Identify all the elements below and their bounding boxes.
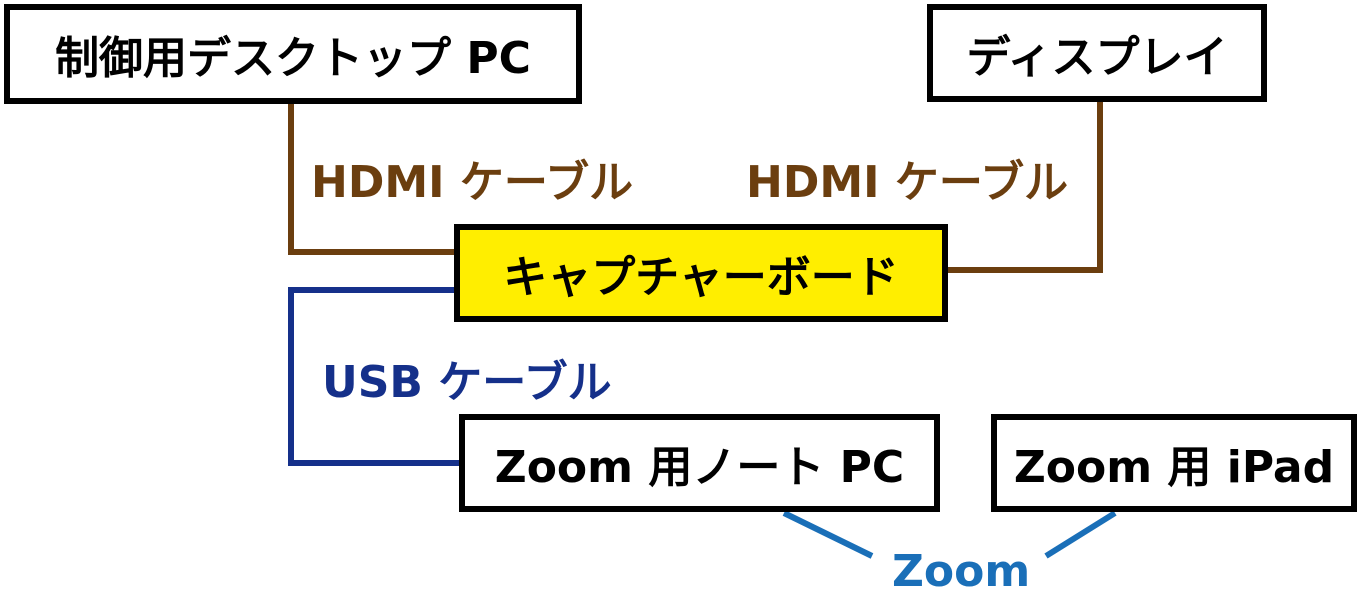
- zoom-ipad-node: Zoom 用 iPad: [991, 414, 1357, 512]
- zoom-line-left: [782, 510, 874, 559]
- hdmi-cable-label-right: HDMI ケーブル: [746, 157, 1069, 208]
- capture-board-label: キャプチャーボード: [503, 252, 899, 303]
- display-node: ディスプレイ: [927, 4, 1267, 102]
- capture-board-node: キャプチャーボード: [454, 224, 948, 322]
- display-label: ディスプレイ: [966, 32, 1228, 83]
- control-desktop-pc-node: 制御用デスクトップ PC: [4, 4, 582, 104]
- zoom-line-right: [1044, 510, 1117, 559]
- zoom-connection-label: Zoom: [892, 546, 1031, 597]
- hdmi-cable-line-left: [288, 100, 458, 255]
- usb-cable-label: USB ケーブル: [322, 357, 612, 408]
- control-desktop-pc-label: 制御用デスクトップ PC: [55, 33, 531, 84]
- zoom-ipad-label: Zoom 用 iPad: [1013, 442, 1335, 493]
- zoom-laptop-label: Zoom 用ノート PC: [494, 442, 905, 493]
- hdmi-cable-label-left: HDMI ケーブル: [311, 157, 634, 208]
- zoom-laptop-node: Zoom 用ノート PC: [459, 414, 940, 512]
- hdmi-cable-line-right: [944, 100, 1103, 273]
- usb-cable-line: [288, 287, 462, 466]
